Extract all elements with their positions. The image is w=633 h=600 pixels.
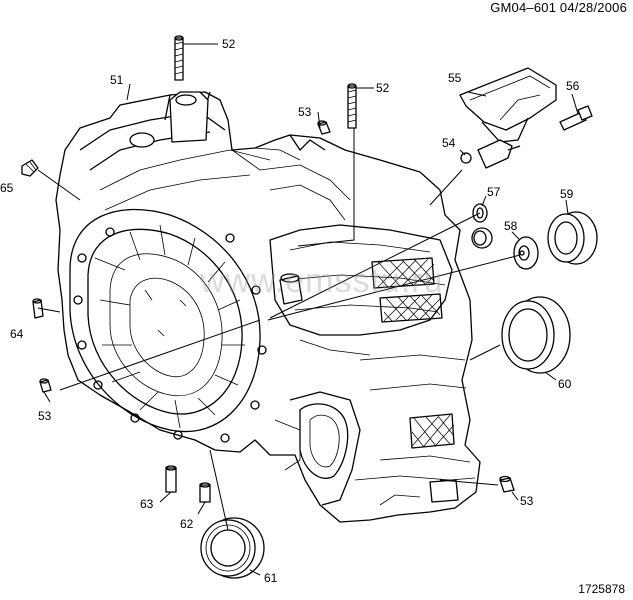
callout-53-top: 53 bbox=[298, 105, 312, 119]
callout-60: 60 bbox=[558, 377, 572, 391]
callout-53-left: 53 bbox=[38, 409, 52, 423]
seal-58 bbox=[513, 236, 539, 270]
callout-54: 54 bbox=[442, 136, 456, 150]
dowel-63 bbox=[165, 465, 177, 493]
dowel-62 bbox=[199, 482, 211, 503]
sensor-54 bbox=[460, 139, 521, 169]
stud-52-top bbox=[174, 35, 184, 81]
plug-53-left bbox=[39, 378, 52, 393]
seal-60 bbox=[501, 296, 571, 374]
callout-58: 58 bbox=[504, 219, 518, 233]
figure-number: 1725878 bbox=[578, 582, 625, 596]
callout-labels: 52 52 51 53 53 53 54 55 56 57 58 59 60 6… bbox=[0, 37, 580, 585]
stud-52-center bbox=[347, 83, 357, 129]
hatched-pad-upper bbox=[371, 257, 435, 289]
bracket-55 bbox=[459, 67, 557, 143]
callout-59: 59 bbox=[560, 187, 574, 201]
callout-64: 64 bbox=[10, 327, 24, 341]
callout-65: 65 bbox=[0, 181, 14, 195]
seal-61 bbox=[200, 517, 265, 579]
callout-53-right: 53 bbox=[520, 494, 534, 508]
callout-63: 63 bbox=[140, 497, 154, 511]
seal-57 bbox=[471, 203, 493, 249]
bolt-56 bbox=[559, 105, 593, 131]
hatched-pad-lower bbox=[409, 413, 455, 449]
plug-53-right bbox=[499, 475, 515, 493]
vent-65 bbox=[21, 159, 39, 177]
plug-53-top bbox=[317, 120, 331, 135]
leader-lines bbox=[37, 43, 579, 576]
hatched-pad-middle bbox=[379, 293, 443, 323]
callout-56: 56 bbox=[566, 79, 580, 93]
callout-52-top: 52 bbox=[222, 37, 236, 51]
callout-52-center: 52 bbox=[376, 81, 390, 95]
callout-57: 57 bbox=[487, 185, 501, 199]
callout-61: 61 bbox=[264, 571, 278, 585]
callout-55: 55 bbox=[448, 71, 462, 85]
callout-62: 62 bbox=[180, 517, 194, 531]
seal-59 bbox=[547, 211, 598, 265]
transmission-case bbox=[55, 91, 481, 523]
watermark: www.emsstu.ru bbox=[200, 262, 444, 300]
dowel-64 bbox=[32, 298, 44, 319]
callout-51: 51 bbox=[110, 73, 124, 87]
diagram-title: GM04–601 04/28/2006 bbox=[490, 0, 627, 15]
